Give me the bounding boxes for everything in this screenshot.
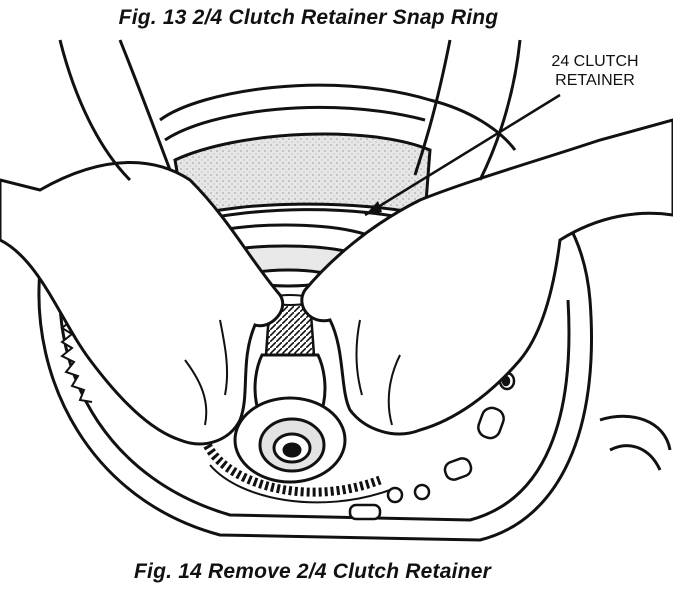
callout-leader xyxy=(364,93,561,217)
callout-line-1: 24 CLUTCH xyxy=(551,53,639,70)
clutch-retainer-callout: 24 CLUTCH RETAINER xyxy=(520,52,670,90)
figure-14-caption: Fig. 14 Remove 2/4 Clutch Retainer xyxy=(134,560,491,583)
figure-13-caption: Fig. 13 2/4 Clutch Retainer Snap Ring xyxy=(118,6,499,29)
callout-line-2: RETAINER xyxy=(555,72,635,89)
snap-ring xyxy=(200,438,391,504)
clutch-retainer-illustration xyxy=(0,39,673,542)
right-hand xyxy=(300,39,673,436)
left-hand xyxy=(0,39,284,446)
center-hub xyxy=(233,396,347,484)
